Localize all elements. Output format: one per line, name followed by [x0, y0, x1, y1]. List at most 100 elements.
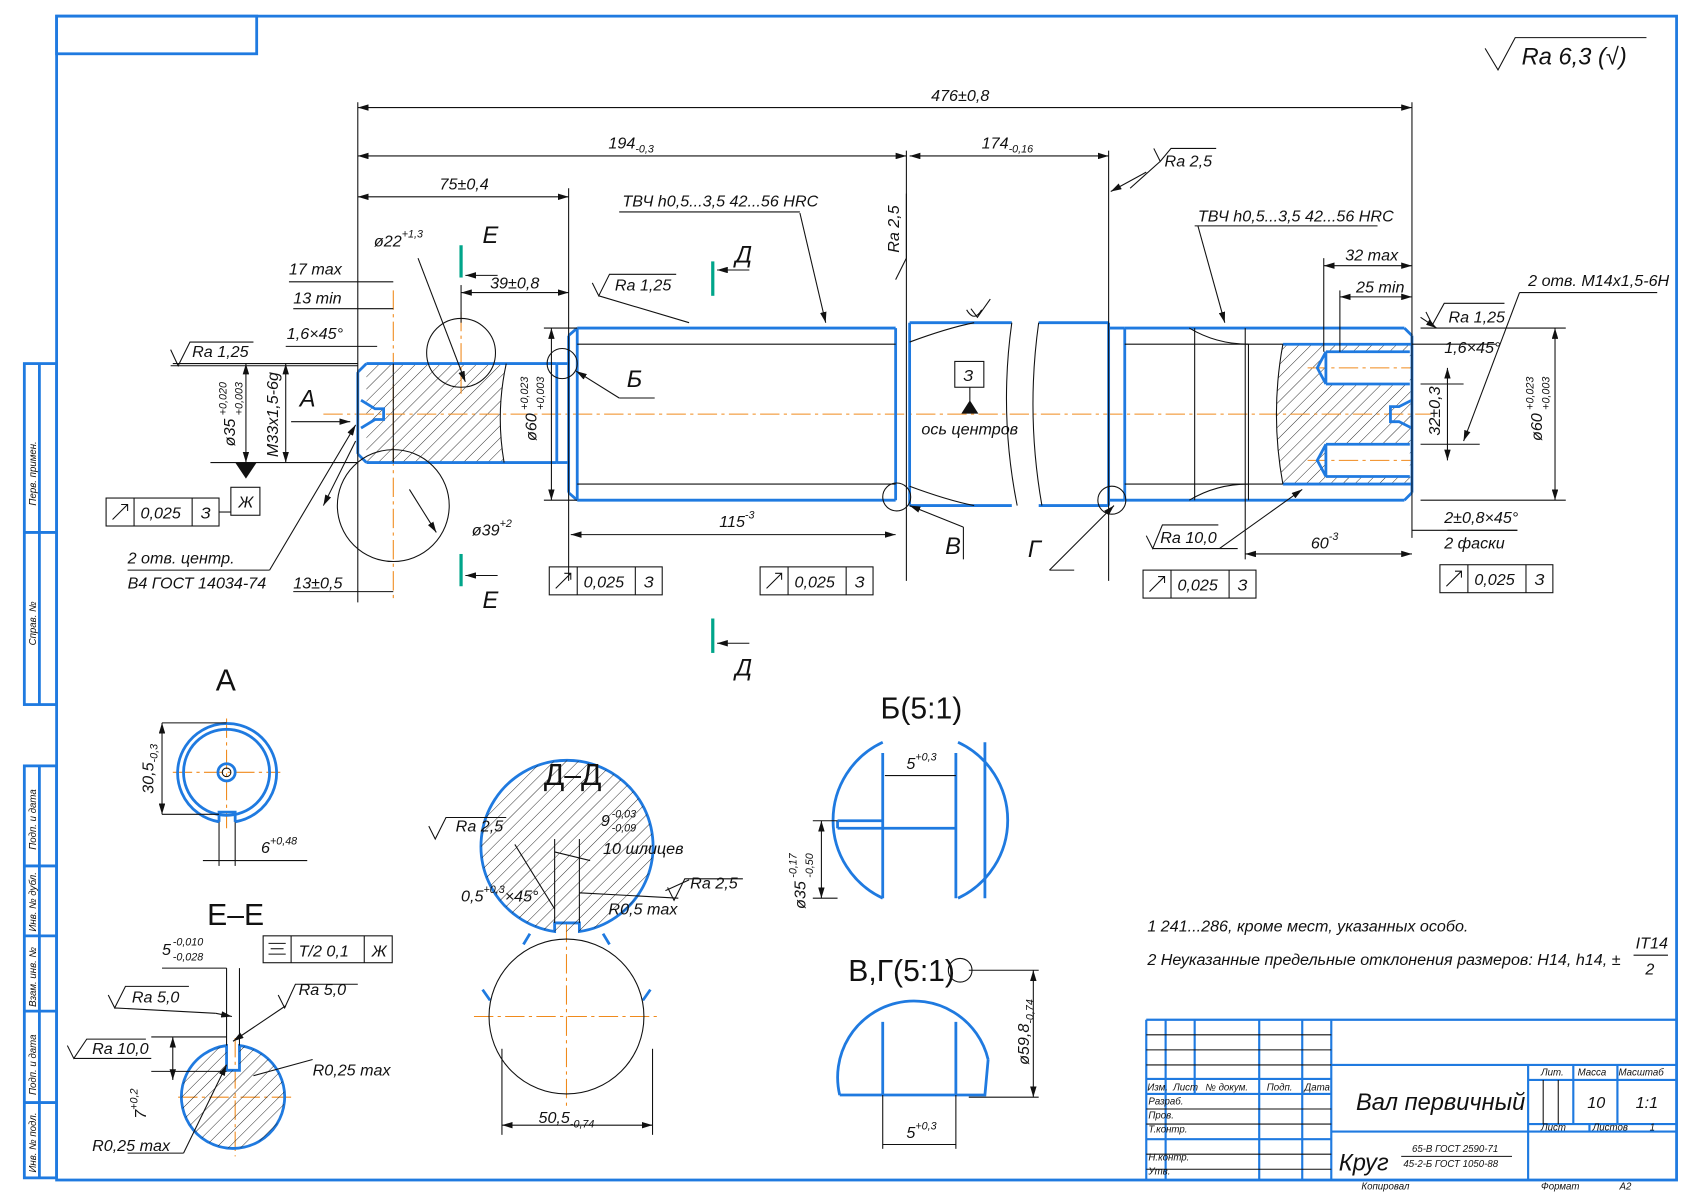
sheet-label: Лист — [1540, 1123, 1566, 1134]
note-fraction-den: 2 — [1644, 961, 1654, 979]
detail-b: Б(5:1) 5+0,3 ø35-0,17-0,50 — [788, 693, 963, 909]
section-circle — [336, 449, 450, 563]
leader-line — [408, 489, 437, 533]
radius-ee: R0,25 max — [313, 1062, 392, 1080]
chamfer-dd: 0,5+0,3×45° — [461, 884, 539, 906]
keyway-depth: 7+0,2 — [128, 1088, 150, 1118]
scale-value: 1:1 — [1636, 1094, 1658, 1112]
chamfer-left: 1,6×45° — [287, 325, 344, 343]
detail-circle-b — [546, 347, 578, 380]
ee-leaders — [232, 1005, 287, 1042]
tolerance-value: 0,025 — [1177, 577, 1217, 595]
section-ee: Е–Е 5-0,010-0,028 T/2 0,1 Ж Ra 5,0 Ra 5,… — [92, 899, 393, 1155]
roughness-icon — [1129, 147, 1217, 189]
tolerance-value: 0,025 — [584, 573, 624, 591]
leader-line — [417, 257, 466, 383]
chamfer-ends: 2±0,8×45° — [1443, 509, 1519, 527]
dia-39: ø39+2 — [472, 518, 512, 540]
view-a-title: А — [216, 665, 237, 698]
shaft-contour — [1403, 327, 1413, 337]
dia-60-right: ø60+0,023+0,003 — [1525, 377, 1553, 441]
centers-axis: ось центров — [921, 421, 1018, 439]
title-block-text: Изм. Лист № докум. Подп. Дата Разраб. Пр… — [1147, 1068, 1664, 1193]
tb-role: Разраб. — [1148, 1097, 1183, 1108]
tolerance-frame-box — [1439, 564, 1554, 594]
sheets-label: Листов — [1592, 1123, 1628, 1134]
shaft-contour — [567, 327, 579, 337]
stamp-label: Инв. № дубл. — [28, 872, 39, 931]
detail-b-title: Б(5:1) — [881, 693, 963, 726]
dd-inner — [488, 938, 645, 1095]
dim-174: 174-0,16 — [982, 134, 1033, 155]
section-dd: Д–Д Ra 2,5 Ra 2,5 9-0,03-0,09 10 шлицев … — [456, 759, 738, 1130]
leader-line — [799, 212, 827, 323]
section-ee-title: Е–Е — [207, 899, 264, 932]
detail-vg-title: В,Г(5:1) — [848, 955, 955, 988]
ra-vertical: Ra 2,5 — [885, 205, 903, 253]
view-a-hole — [221, 767, 232, 778]
chamfer-ends-count: 2 фаски — [1443, 535, 1505, 553]
tb-header: Дата — [1303, 1083, 1330, 1094]
view-a-dim: 30,5-0,3 — [139, 744, 160, 794]
leader-line — [1463, 292, 1521, 442]
section-ee-ra: Ra 10,0 — [92, 1040, 149, 1058]
format-value: А2 — [1619, 1182, 1632, 1193]
runout-icon — [112, 503, 129, 520]
main-view-annotations: 476±0,8 194-0,3 174-0,16 75±0,4 39±0,8 1… — [127, 87, 1670, 681]
side-stamps: Перв. примен. Справ. № Подп. и дата Инв.… — [28, 441, 39, 1172]
spline-width: 9-0,03-0,09 — [601, 809, 636, 835]
tb-role: Утв. — [1147, 1167, 1170, 1178]
leader-line — [575, 370, 620, 399]
shaft-contour — [356, 452, 368, 464]
frame — [22, 14, 1678, 1182]
detail-circle-v — [882, 482, 912, 512]
dim-25-min: 25 min — [1355, 279, 1404, 297]
tolerance-frame-box — [759, 566, 874, 596]
stamp-label: Подп. и дата — [28, 789, 39, 850]
stamp-label: Инв. № подл. — [28, 1112, 39, 1172]
runout-icon — [555, 572, 572, 589]
leader-line — [1219, 488, 1303, 550]
dia-22: ø22+1,3 — [374, 229, 423, 251]
section-ee-ra: Ra 5,0 — [299, 981, 347, 999]
dim-39: 39±0,8 — [490, 274, 539, 292]
ra-spline: Ra 1,25 — [615, 276, 672, 294]
roughness-icon — [591, 273, 690, 324]
stamp-label: Взам. инв. № — [28, 946, 39, 1006]
detail-vg: В,Г(5:1) 5+0,3 ø59,8-0,74 — [848, 955, 1036, 1142]
tb-role: Н.контр. — [1148, 1153, 1189, 1164]
dim-13-min: 13 min — [293, 289, 341, 307]
tb-header: № докум. — [1205, 1083, 1248, 1094]
key-width: 5-0,010-0,028 — [162, 937, 203, 964]
section-d-label: Д — [732, 242, 752, 268]
dim-75: 75±0,4 — [440, 175, 489, 193]
tb-header: Лист — [1172, 1083, 1198, 1094]
roughness-icon — [428, 816, 507, 841]
note-fraction-num: IT14 — [1636, 935, 1668, 953]
section-e-label: Е — [483, 223, 499, 249]
threaded-hole — [1325, 351, 1410, 385]
material-prefix: Круг — [1339, 1150, 1389, 1176]
radius-dd: R0,5 max — [608, 900, 678, 918]
datum-triangle-icon — [235, 462, 257, 479]
roughness-icon — [895, 193, 907, 280]
stamp-label: Подп. и дата — [28, 1034, 39, 1095]
thread-left: M33x1,5-6g — [264, 372, 282, 457]
dim-115: 115-3 — [719, 509, 754, 531]
centers-note: В4 ГОСТ 14034-74 — [128, 574, 267, 592]
view-a-keyway — [217, 810, 237, 822]
tolerance-datum: З — [201, 504, 211, 522]
material-bottom: 45-2-Б ГОСТ 1050-88 — [1403, 1159, 1498, 1170]
chamfer-right: 1,6×45° — [1444, 339, 1501, 357]
view-a-label: А — [298, 387, 316, 413]
dim-194: 194-0,3 — [608, 134, 653, 155]
title-block — [1145, 1018, 1677, 1181]
dd-lines — [665, 879, 690, 892]
tolerance-value: 0,025 — [795, 573, 835, 591]
tolerance-datum: З — [1535, 571, 1545, 589]
ra-left: Ra 1,25 — [192, 343, 249, 361]
tolerance-frame-box — [1142, 569, 1257, 599]
leader-line — [1420, 316, 1437, 329]
